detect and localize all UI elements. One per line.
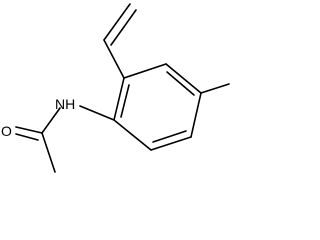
methyl-bond [200, 83, 230, 94]
ring-bond-c6-c1-inner [120, 84, 130, 118]
ring-bond-c2-c3-inner [166, 71, 195, 96]
carbonyl-double-bond-inner [15, 133, 39, 141]
benzene-ring [113, 63, 202, 151]
oxygen-label: O [1, 123, 12, 139]
chemical-structure: NH O [1, 3, 230, 173]
ring-bond-c4-c5 [150, 136, 192, 151]
vinyl-single-bond [103, 39, 125, 79]
vinyl-group [103, 3, 137, 79]
nitrogen-to-carbonyl-bond [41, 107, 61, 134]
ring-bond-c6-c1 [113, 77, 125, 121]
vinyl-double-bond-inner [110, 9, 137, 46]
ring-bond-c1-c2 [123, 63, 167, 79]
ring-bond-c3-c4 [190, 92, 202, 138]
acetyl-methyl-bond [41, 132, 56, 173]
nitrogen-label: NH [55, 96, 75, 112]
acetamide-group [15, 105, 115, 173]
ring-to-nitrogen-bond [79, 105, 115, 121]
ring-bond-c4-c5-inner [152, 130, 187, 143]
carbonyl-double-bond-outer [15, 126, 43, 134]
ring-bond-c2-c3 [165, 63, 202, 94]
ring-bond-c5-c6 [113, 119, 152, 151]
vinyl-double-bond-outer [103, 3, 131, 41]
